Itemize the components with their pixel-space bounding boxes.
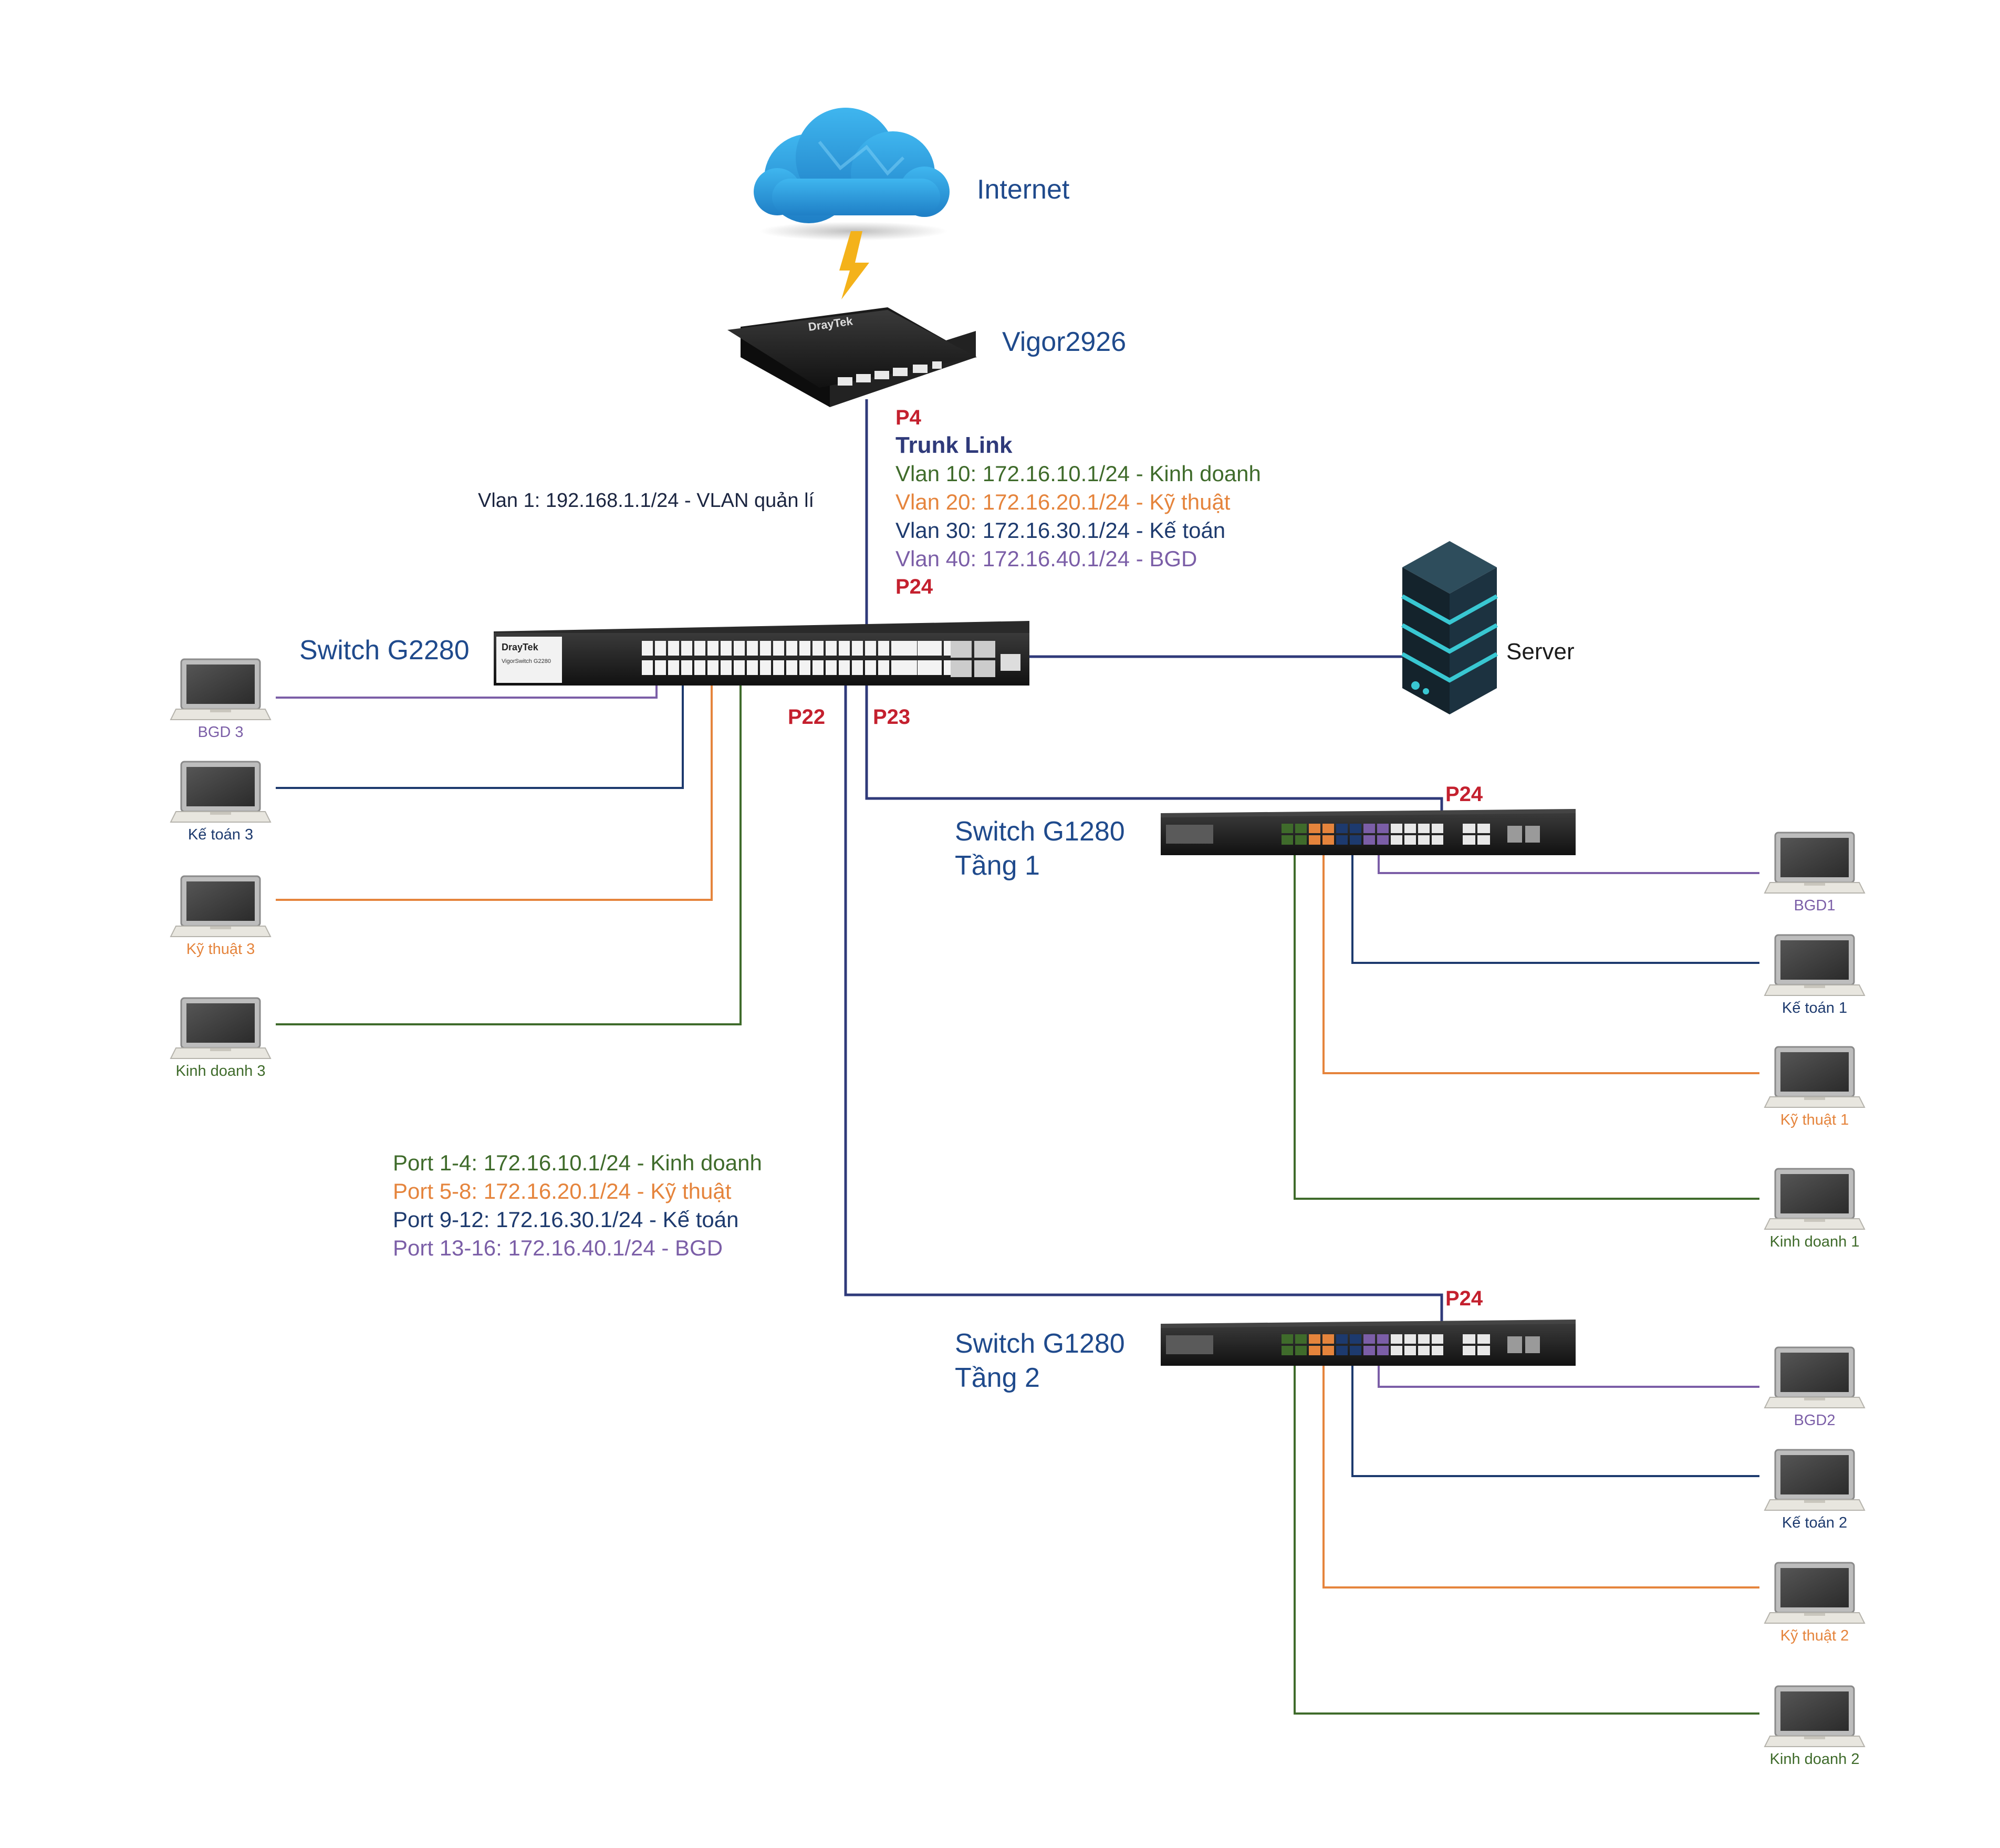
link-floor1-ketoan1: [1351, 851, 1759, 964]
floor2-port-p24: P24: [1445, 1287, 1483, 1310]
pc-label-floor2-3: Kinh doanh 2: [1770, 1751, 1860, 1768]
router-port-p4: P4: [895, 406, 922, 429]
pc-label-floor2-2: Kỹ thuật 2: [1780, 1627, 1849, 1644]
trunk-port-p24: P24: [895, 575, 933, 598]
floor1-port-p24: P24: [1445, 783, 1483, 806]
pc-label-left-3: Kinh doanh 3: [176, 1063, 266, 1079]
pc-label-floor1-0: BGD1: [1794, 897, 1836, 914]
trunk-vlan-10: Vlan 10: 172.16.10.1/24 - Kinh doanh: [895, 461, 1261, 486]
link-core-kinhdoanh3: [276, 683, 742, 1025]
internet-label: Internet: [977, 174, 1070, 205]
link-floor2-kinhdoanh2: [1294, 1363, 1759, 1715]
router-label: Vigor2926: [1002, 327, 1126, 357]
link-core-ketoan3: [276, 683, 684, 789]
cloud-icon: [754, 108, 950, 299]
core-port-p22: P22: [788, 705, 825, 729]
laptop-icon: [1764, 1346, 1866, 1408]
trunk-vlan-30: Vlan 30: 172.16.30.1/24 - Kế toán: [895, 518, 1225, 543]
link-floor2-kythuat2: [1322, 1363, 1759, 1589]
link-core-bgd3: [276, 683, 658, 699]
pc-label-left-1: Kế toán 3: [188, 826, 253, 843]
laptop-icon: [1764, 1046, 1866, 1108]
floor1-switch-label: Switch G1280: [955, 816, 1125, 847]
laptop-icon: [170, 761, 272, 823]
floor2-switch-label: Switch G1280: [955, 1328, 1125, 1359]
floor2-switch-floor: Tầng 2: [955, 1363, 1040, 1393]
port-info-9-12: Port 9-12: 172.16.30.1/24 - Kế toán: [393, 1207, 738, 1232]
laptop-icon: [1764, 1562, 1866, 1624]
link-floor1-bgd1: [1378, 851, 1759, 874]
mgmt-vlan-label: Vlan 1: 192.168.1.1/24 - VLAN quản lí: [478, 490, 815, 512]
pc-label-floor1-3: Kinh doanh 1: [1770, 1233, 1860, 1250]
trunk-link-title: Trunk Link: [895, 432, 1013, 458]
pc-label-floor1-2: Kỹ thuật 1: [1780, 1112, 1849, 1128]
link-floor2-ketoan2: [1351, 1363, 1759, 1477]
laptop-icon: [1764, 934, 1866, 996]
switch-icon: [1161, 1320, 1576, 1366]
link-floor2-bgd2: [1378, 1363, 1759, 1388]
laptop-icon: [1764, 832, 1866, 894]
lightning-icon: [839, 231, 869, 299]
pc-label-floor1-1: Kế toán 1: [1782, 1000, 1847, 1016]
switch-icon: [1161, 809, 1576, 855]
server-label: Server: [1506, 639, 1575, 665]
link-floor1-kythuat1: [1322, 851, 1759, 1074]
trunk-vlan-40: Vlan 40: 172.16.40.1/24 - BGD: [895, 546, 1197, 571]
pc-label-left-0: BGD 3: [197, 724, 243, 741]
trunk-vlan-20: Vlan 20: 172.16.20.1/24 - Kỹ thuật: [895, 490, 1231, 514]
laptop-icon: [170, 658, 272, 720]
pc-label-floor2-1: Kế toán 2: [1782, 1514, 1847, 1531]
link-floor1-kinhdoanh1: [1294, 851, 1759, 1200]
core-port-p23: P23: [873, 705, 910, 729]
laptop-icon: [1764, 1685, 1866, 1747]
laptop-icon: [170, 997, 272, 1059]
switch-icon: DrayTek VigorSwitch G2280: [494, 621, 1029, 686]
port-info-13-16: Port 13-16: 172.16.40.1/24 - BGD: [393, 1236, 723, 1260]
svg-text:DrayTek: DrayTek: [502, 642, 539, 652]
pc-label-floor2-0: BGD2: [1794, 1412, 1836, 1429]
laptop-icon: [1764, 1449, 1866, 1511]
server-icon: [1401, 541, 1498, 714]
link-core-kythuat3: [276, 683, 713, 901]
floor1-switch-floor: Tầng 1: [955, 850, 1040, 881]
laptop-icon: [1764, 1168, 1866, 1230]
svg-text:VigorSwitch G2280: VigorSwitch G2280: [502, 658, 551, 665]
pc-label-left-2: Kỹ thuật 3: [186, 941, 255, 958]
link-core-floor2: [844, 683, 1443, 1350]
core-switch-label: Switch G2280: [299, 635, 470, 666]
port-info-1-4: Port 1-4: 172.16.10.1/24 - Kinh doanh: [393, 1150, 762, 1175]
laptop-icon: [170, 875, 272, 937]
port-info-5-8: Port 5-8: 172.16.20.1/24 - Kỹ thuật: [393, 1179, 732, 1203]
router-icon: DrayTek: [727, 307, 977, 407]
